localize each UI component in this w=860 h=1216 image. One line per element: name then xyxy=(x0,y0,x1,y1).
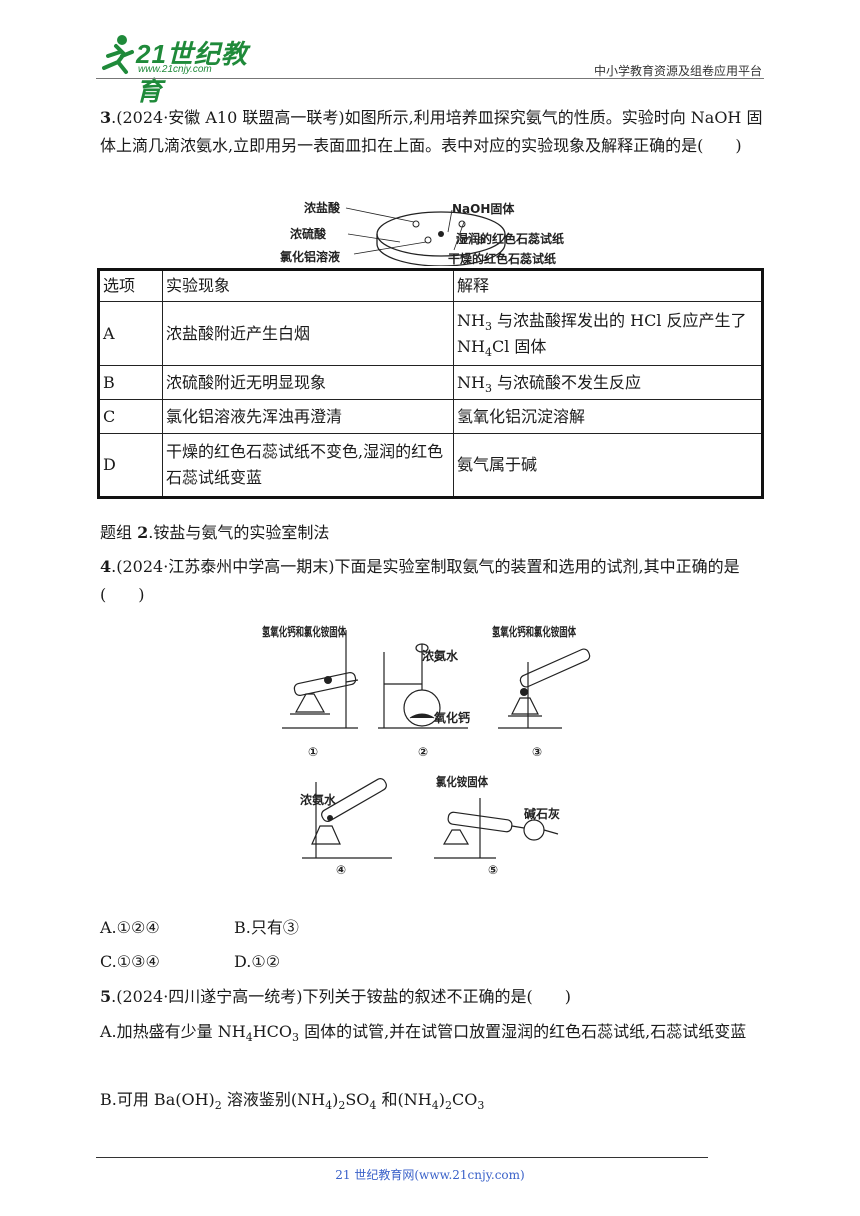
table-row: D 干燥的红色石蕊试纸不变色,湿润的红色石蕊试纸变蓝 氨气属于碱 xyxy=(98,433,763,498)
label-soda-lime-5: 碱石灰 xyxy=(524,806,560,821)
page-header: 21世纪教育 www.21cnjy.com 中小学教育资源及组卷应用平台 xyxy=(96,32,764,106)
table-header-row: 选项 实验现象 解释 xyxy=(98,269,763,302)
phenomenon-cell: 干燥的红色石蕊试纸不变色,湿润的红色石蕊试纸变蓝 xyxy=(162,433,454,498)
label-conc-hcl: 浓盐酸 xyxy=(304,200,341,215)
apparatus-number: ② xyxy=(418,745,428,759)
explanation-cell: NH3 与浓盐酸挥发出的 HCl 反应产生了 NH4Cl 固体 xyxy=(453,301,763,366)
petri-dish-figure: 浓盐酸 浓硫酸 氯化铝溶液 NaOH固体 湿润的红色石蕊试纸 干燥的红色石蕊试纸 xyxy=(280,200,564,266)
apparatus-number: ① xyxy=(308,745,318,759)
question-4-stem: 4.(2024·江苏泰州中学高一期末)下面是实验室制取氨气的装置和选用的试剂,其… xyxy=(100,553,764,609)
phenomenon-cell: 浓硫酸附近无明显现象 xyxy=(162,365,454,400)
footer-divider xyxy=(96,1157,708,1158)
option-b[interactable]: B.只有③ xyxy=(234,918,299,937)
q5-option-a[interactable]: A.加热盛有少量 NH4HCO3 固体的试管,并在试管口放置湿润的红色石蕊试纸,… xyxy=(100,1022,747,1045)
explanation-cell: NH3 与浓硫酸不发生反应 xyxy=(453,365,763,400)
phenomenon-cell: 氯化铝溶液先浑浊再澄清 xyxy=(162,399,454,434)
question-text: .(2024·安徽 A10 联盟高一联考)如图所示,利用培养皿探究氨气的性质。实… xyxy=(100,108,763,155)
table-row: A 浓盐酸附近产生白烟 NH3 与浓盐酸挥发出的 HCl 反应产生了 NH4Cl… xyxy=(98,301,763,366)
table-row: B 浓硫酸附近无明显现象 NH3 与浓硫酸不发生反应 xyxy=(98,365,763,400)
apparatus-number: ③ xyxy=(532,745,542,759)
q4-options-row-2: C.①③④ D.①② xyxy=(100,948,764,976)
label-cao-2: 氧化钙 xyxy=(433,710,470,725)
apparatus-number: ⑤ xyxy=(488,863,498,876)
option-d[interactable]: D.①② xyxy=(234,952,281,971)
label-naoh: NaOH固体 xyxy=(452,201,515,216)
site-logo: 21世纪教育 www.21cnjy.com xyxy=(96,32,256,106)
runner-logo-icon xyxy=(102,35,134,74)
logo-text: 21世纪教育 xyxy=(136,39,248,106)
question-text: .(2024·江苏泰州中学高一期末)下面是实验室制取氨气的装置和选用的试剂,其中… xyxy=(100,557,740,604)
header-divider xyxy=(96,78,764,79)
explanation-cell: 氢氧化铝沉淀溶解 xyxy=(453,399,763,434)
q4-options-row-1: A.①②④ B.只有③ xyxy=(100,914,764,942)
label-nh4cl-5: 氯化铵固体 xyxy=(436,774,489,789)
question-5-stem: 5.(2024·四川遂宁高一统考)下列关于铵盐的叙述不正确的是( ) xyxy=(100,983,764,1011)
label-wet-litmus: 湿润的红色石蕊试纸 xyxy=(456,231,564,246)
option-c[interactable]: C.①③④ xyxy=(100,952,160,971)
option-letter: D xyxy=(98,433,163,498)
phenomenon-cell: 浓盐酸附近产生白烟 xyxy=(162,301,454,366)
option-letter: C xyxy=(98,399,163,434)
label-conc-ammonia-2: 浓氨水 xyxy=(422,648,459,663)
table-header: 实验现象 xyxy=(162,269,454,302)
explanation-cell: 氨气属于碱 xyxy=(453,433,763,498)
question-number: 3 xyxy=(100,108,112,127)
table-header: 选项 xyxy=(98,269,163,302)
footer-link[interactable]: 21 世纪教育网(www.21cnjy.com) xyxy=(335,1168,525,1182)
option-letter: A xyxy=(98,301,163,366)
options-table: 选项 实验现象 解释 A 浓盐酸附近产生白烟 NH3 与浓盐酸挥发出的 HCl … xyxy=(97,268,764,499)
table-header: 解释 xyxy=(453,269,763,302)
label-conc-ammonia-4: 浓氨水 xyxy=(300,792,337,807)
question-number: 5 xyxy=(100,987,112,1006)
group-heading: 题组 2.铵盐与氨气的实验室制法 xyxy=(100,523,330,542)
question-text: .(2024·四川遂宁高一统考)下列关于铵盐的叙述不正确的是( ) xyxy=(111,987,572,1006)
platform-name: 中小学教育资源及组卷应用平台 xyxy=(593,64,762,78)
label-reagent-1: 氢氧化钙和氯化铵固体 xyxy=(262,624,347,639)
table-row: C 氯化铝溶液先浑浊再澄清 氢氧化铝沉淀溶解 xyxy=(98,399,763,434)
apparatus-number: ④ xyxy=(336,863,346,876)
question-3-stem: 3.(2024·安徽 A10 联盟高一联考)如图所示,利用培养皿探究氨气的性质。… xyxy=(100,104,764,160)
label-dry-litmus: 干燥的红色石蕊试纸 xyxy=(448,251,556,266)
label-alcl3: 氯化铝溶液 xyxy=(280,249,340,264)
label-reagent-3: 氢氧化钙和氯化铵固体 xyxy=(492,624,577,639)
question-number: 4 xyxy=(100,557,112,576)
logo-url: www.21cnjy.com xyxy=(138,64,212,75)
q5-option-b[interactable]: B.可用 Ba(OH)2 溶液鉴别(NH4)2SO4 和(NH4)2CO3 xyxy=(100,1090,485,1113)
label-conc-h2so4: 浓硫酸 xyxy=(290,226,327,241)
option-a[interactable]: A.①②④ xyxy=(100,918,160,937)
option-letter: B xyxy=(98,365,163,400)
apparatus-figure: 氢氧化钙和氯化铵固体 浓氨水 氧化钙 氢氧化钙和氯化铵固体 浓氨水 氯化铵固体 … xyxy=(262,624,591,876)
